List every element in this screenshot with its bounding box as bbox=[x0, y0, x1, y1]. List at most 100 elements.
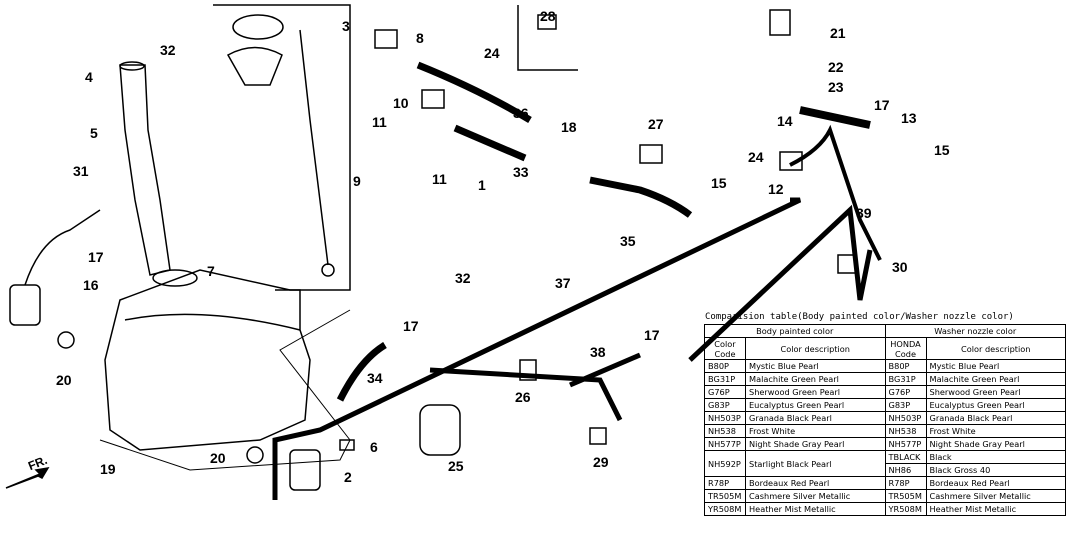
callout: 19 bbox=[100, 461, 116, 477]
hose-38 bbox=[569, 352, 641, 388]
clip-28 bbox=[537, 14, 557, 30]
cap bbox=[232, 14, 284, 40]
callout: 34 bbox=[367, 370, 383, 386]
washer-tank bbox=[104, 269, 311, 451]
table-cell: Mystic Blue Pearl bbox=[925, 359, 1066, 373]
table-cell: YR508M bbox=[704, 502, 746, 516]
table-cell: BG31P bbox=[884, 372, 927, 386]
hose-36 bbox=[416, 61, 532, 124]
cap-group-frame bbox=[213, 4, 351, 291]
table-cell: Frost White bbox=[745, 424, 886, 438]
table-cell: BG31P bbox=[704, 372, 746, 386]
hose-39-b bbox=[789, 124, 882, 261]
table-cell: Sherwood Green Pearl bbox=[745, 385, 886, 399]
column-header: Color description bbox=[925, 337, 1066, 360]
group-header: Body painted color bbox=[704, 324, 886, 338]
clip-27 bbox=[639, 144, 663, 164]
callout: 28 bbox=[540, 8, 556, 24]
table-cell: G83P bbox=[884, 398, 927, 412]
inset-frame bbox=[517, 5, 578, 71]
comparison-table-title: Comparision table(Body painted color/Was… bbox=[705, 312, 1014, 322]
table-cell: NH86 bbox=[884, 463, 927, 477]
clip-24 bbox=[779, 151, 803, 171]
table-cell: G76P bbox=[884, 385, 927, 399]
table-cell: Granada Black Pearl bbox=[745, 411, 886, 425]
table-cell: NH538 bbox=[704, 424, 746, 438]
clip-6 bbox=[339, 439, 355, 451]
hose-34 bbox=[336, 341, 387, 402]
callout: 7 bbox=[207, 263, 215, 279]
callout: 32 bbox=[160, 42, 176, 58]
callout: 23 bbox=[828, 79, 844, 95]
table-cell: TR505M bbox=[704, 489, 746, 503]
table-cell: NH503P bbox=[884, 411, 927, 425]
callout: 17 bbox=[874, 97, 890, 113]
callout: 8 bbox=[416, 30, 424, 46]
callout: 4 bbox=[85, 69, 93, 85]
table-cell: Granada Black Pearl bbox=[925, 411, 1066, 425]
table-cell: NH592P bbox=[704, 450, 746, 477]
callout: 2 bbox=[344, 469, 352, 485]
callout: 10 bbox=[393, 95, 409, 111]
table-cell: TBLACK bbox=[884, 450, 927, 464]
table-cell: B80P bbox=[884, 359, 927, 373]
table-cell: NH503P bbox=[704, 411, 746, 425]
filler-neck bbox=[119, 64, 171, 276]
callout: 20 bbox=[210, 450, 226, 466]
callout: 1 bbox=[478, 177, 486, 193]
table-cell: Starlight Black Pearl bbox=[745, 450, 886, 477]
tank-edge bbox=[124, 313, 301, 331]
table-cell: Night Shade Gray Pearl bbox=[745, 437, 886, 451]
table-cell: Mystic Blue Pearl bbox=[745, 359, 886, 373]
table-cell: Malachite Green Pearl bbox=[745, 372, 886, 386]
callout: 11 bbox=[372, 114, 387, 130]
comparison-table: Body painted color Washer nozzle color C… bbox=[704, 324, 1066, 516]
callout: 24 bbox=[748, 149, 764, 165]
table-cell: Bordeaux Red Pearl bbox=[925, 476, 1066, 490]
table-cell: TR505M bbox=[884, 489, 927, 503]
callout: 20 bbox=[56, 372, 72, 388]
hose-37 bbox=[272, 197, 802, 500]
nozzle-8 bbox=[374, 29, 398, 49]
table-cell: Eucalyptus Green Pearl bbox=[745, 398, 886, 412]
table-cell: Frost White bbox=[925, 424, 1066, 438]
hose-lower bbox=[429, 367, 623, 422]
callout: 31 bbox=[73, 163, 89, 179]
grommet-7 bbox=[152, 269, 198, 287]
column-header: HONDA Code bbox=[884, 337, 927, 360]
callout: 17 bbox=[403, 318, 419, 334]
callout: 15 bbox=[934, 142, 950, 158]
callout: 18 bbox=[561, 119, 577, 135]
table-cell: Black bbox=[925, 450, 1066, 464]
grommet-20-b bbox=[246, 446, 264, 464]
hose-35 bbox=[589, 176, 693, 218]
callout: 30 bbox=[892, 259, 908, 275]
table-cell: Night Shade Gray Pearl bbox=[925, 437, 1066, 451]
pump-wire bbox=[24, 209, 101, 286]
callout: 39 bbox=[856, 205, 872, 221]
callout: 35 bbox=[620, 233, 636, 249]
nozzle-21 bbox=[769, 9, 791, 36]
table-cell: Malachite Green Pearl bbox=[925, 372, 1066, 386]
callout: 37 bbox=[555, 275, 571, 291]
pump-2 bbox=[289, 449, 321, 491]
cap-funnel bbox=[226, 46, 283, 86]
callout: 24 bbox=[484, 45, 500, 61]
clip-29 bbox=[589, 427, 607, 445]
hose-33 bbox=[453, 124, 527, 162]
group-header: Washer nozzle color bbox=[884, 324, 1066, 338]
grommet-20 bbox=[57, 331, 75, 349]
callout: 16 bbox=[83, 277, 99, 293]
column-header: Color Code bbox=[704, 337, 746, 360]
gauge-end bbox=[321, 263, 335, 277]
table-cell: B80P bbox=[704, 359, 746, 373]
table-cell: Cashmere Silver Metallic bbox=[745, 489, 886, 503]
